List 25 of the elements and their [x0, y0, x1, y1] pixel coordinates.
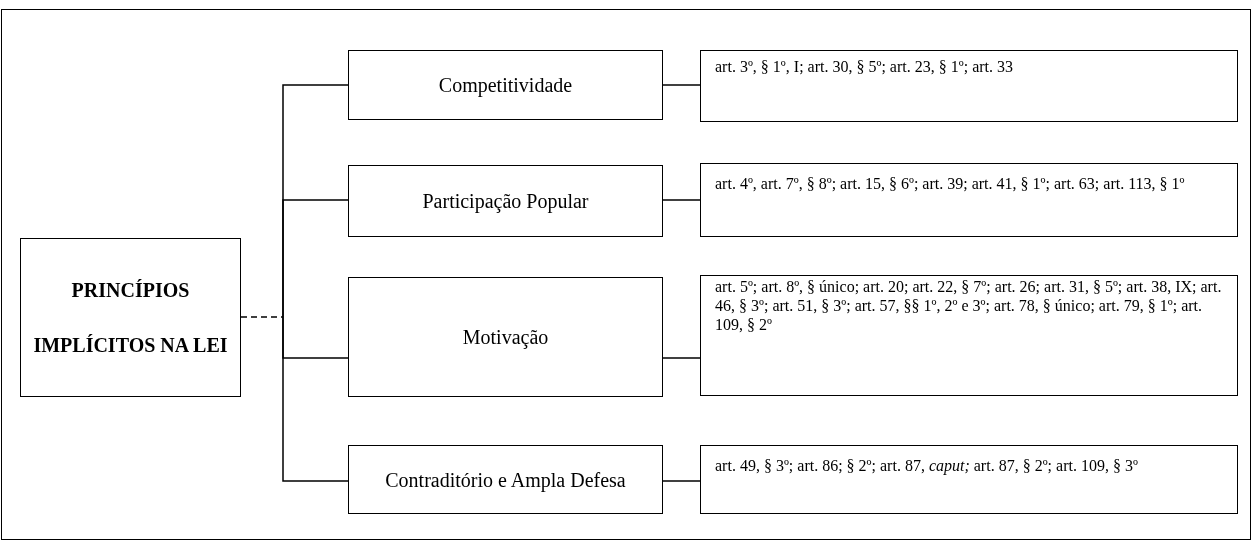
principle-box — [348, 277, 663, 397]
article-list: art. 49, § 3º; art. 86; § 2º; art. 87, caput; art. 87, § 2º; art. 109, § 3º — [715, 447, 1138, 484]
reference-box — [700, 445, 1238, 514]
article-list: art. 5º; art. 8º, § único; art. 20; art. 22, § 7º; art. 26; art. 31, § 5º; art. 38, IX; art. 46, § 3º; art. 51, § 3º; art. 57, §§ 1º, 2º e 3º; art. 78, § único; art. 79, § 1º; art. 109, § 2º — [715, 277, 1229, 334]
reference-box — [700, 50, 1238, 122]
principle-box — [348, 165, 663, 237]
dashed-connector — [240, 316, 284, 318]
connector-line — [662, 199, 701, 201]
box-label: Competitividade — [438, 73, 573, 99]
principle-box — [348, 445, 663, 514]
principle-box — [348, 50, 663, 120]
box-label: Contraditório e Ampla Defesa — [385, 467, 626, 494]
article-list: art. 4º, art. 7º, § 8º; art. 15, § 6º; art. 39; art. 41, § 1º; art. 63; art. 113, § 1º — [715, 165, 1185, 202]
box-label: Motivação — [462, 325, 549, 351]
title-box — [20, 238, 241, 397]
article-list: art. 3º, § 1º, I; art. 30, § 5º; art. 23, § 1º; art. 33 — [715, 52, 1013, 82]
box-label: PRINCÍPIOS IMPLÍCITOS NA LEI — [32, 277, 229, 358]
connector-line — [662, 357, 701, 359]
reference-box — [700, 275, 1238, 396]
connector-line — [662, 84, 701, 86]
connector-line — [282, 199, 349, 318]
connector-line — [662, 480, 701, 482]
reference-box — [700, 163, 1238, 237]
box-label: Participação Popular — [422, 189, 589, 215]
connector-line — [282, 316, 349, 482]
